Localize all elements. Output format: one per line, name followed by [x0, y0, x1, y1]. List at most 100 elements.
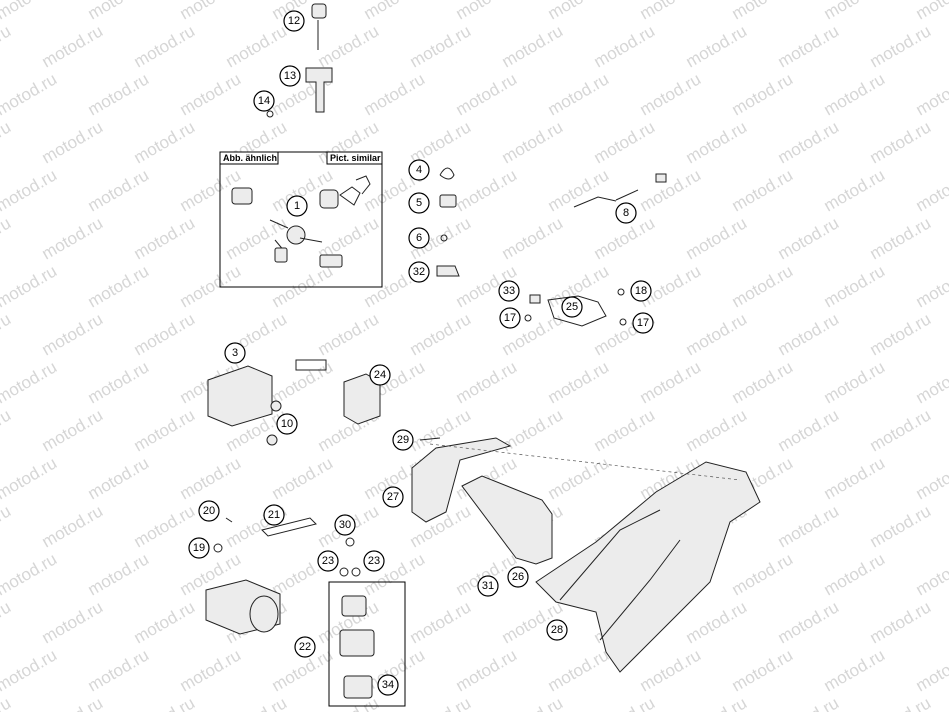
watermark-text: motod.ru — [361, 0, 429, 23]
watermark-text: motod.ru — [545, 357, 613, 407]
small-parts-drawing — [436, 167, 667, 327]
watermark-text: motod.ru — [591, 693, 659, 712]
watermark-text: motod.ru — [39, 405, 107, 455]
callout-8: 8 — [615, 202, 637, 224]
callout-31: 31 — [477, 575, 499, 597]
similar-label-en: Pict. similar — [330, 153, 381, 163]
watermark-text: motod.ru — [85, 69, 153, 119]
watermark-text: motod.ru — [775, 501, 843, 551]
watermark-text: motod.ru — [775, 693, 843, 712]
group-box-22-34 — [328, 581, 406, 707]
watermark-text: motod.ru — [453, 645, 521, 695]
watermark-text: motod.ru — [269, 453, 337, 503]
svg-text:25: 25 — [566, 301, 578, 313]
watermark-text: motod.ru — [591, 117, 659, 167]
watermark-text: motod.ru — [913, 357, 949, 407]
watermark-text: motod.ru — [729, 357, 797, 407]
watermark-text: motod.ru — [867, 117, 935, 167]
svg-text:1: 1 — [294, 200, 300, 212]
callout-14: 14 — [253, 90, 275, 112]
watermark-text: motod.ru — [0, 549, 60, 599]
svg-text:17: 17 — [504, 312, 516, 324]
watermark-text: motod.ru — [453, 357, 521, 407]
callout-22: 22 — [294, 636, 316, 658]
similar-picture-box: Abb. ähnlich Pict. similar — [219, 151, 383, 288]
watermark-text: motod.ru — [683, 21, 751, 71]
watermark-text: motod.ru — [0, 213, 14, 263]
watermark-text: motod.ru — [0, 357, 60, 407]
watermark-text: motod.ru — [131, 309, 199, 359]
watermark-text: motod.ru — [0, 645, 60, 695]
callout-23-left: 23 — [317, 550, 339, 572]
svg-text:23: 23 — [368, 555, 380, 567]
watermark-text: motod.ru — [821, 165, 889, 215]
callout-6: 6 — [408, 227, 430, 249]
svg-text:30: 30 — [339, 519, 351, 531]
watermark-text: motod.ru — [131, 117, 199, 167]
watermark-text: motod.ru — [499, 117, 567, 167]
svg-text:18: 18 — [635, 285, 647, 297]
watermark-text: motod.ru — [545, 0, 613, 23]
callout-26: 26 — [507, 566, 529, 588]
watermark-text: motod.ru — [407, 309, 475, 359]
watermark-text: motod.ru — [637, 69, 705, 119]
watermark-text: motod.ru — [453, 165, 521, 215]
handlebar-switch-drawing — [266, 3, 333, 118]
watermark-text: motod.ru — [913, 0, 949, 23]
watermark-text: motod.ru — [0, 165, 60, 215]
watermark-text: motod.ru — [131, 693, 199, 712]
watermark-text: motod.ru — [683, 693, 751, 712]
watermark-text: motod.ru — [177, 69, 245, 119]
watermark-text: motod.ru — [85, 0, 153, 23]
watermark-text: motod.ru — [545, 453, 613, 503]
callout-19: 19 — [188, 537, 210, 559]
callout-33: 33 — [498, 280, 520, 302]
watermark-text: motod.ru — [499, 693, 567, 712]
ecu-cdi-drawing — [207, 359, 381, 446]
watermark-text: motod.ru — [683, 117, 751, 167]
watermark-text: motod.ru — [913, 549, 949, 599]
watermark-text: motod.ru — [683, 213, 751, 263]
watermark-text: motod.ru — [683, 405, 751, 455]
watermark-text: motod.ru — [637, 0, 705, 23]
watermark-text: motod.ru — [0, 309, 14, 359]
watermark-text: motod.ru — [85, 645, 153, 695]
callout-21: 21 — [263, 504, 285, 526]
ignition-lock-set-drawing — [231, 175, 371, 268]
watermark-text: motod.ru — [361, 69, 429, 119]
callout-27: 27 — [382, 486, 404, 508]
callout-24: 24 — [369, 364, 391, 386]
callout-3: 3 — [224, 342, 246, 364]
svg-text:32: 32 — [413, 266, 425, 278]
callout-5: 5 — [408, 192, 430, 214]
watermark-text: motod.ru — [637, 645, 705, 695]
watermark-text: motod.ru — [499, 213, 567, 263]
watermark-text: motod.ru — [729, 69, 797, 119]
callout-17-right: 17 — [632, 312, 654, 334]
watermark-text: motod.ru — [729, 549, 797, 599]
callout-10: 10 — [276, 413, 298, 435]
callout-25: 25 — [561, 296, 583, 318]
watermark-text: motod.ru — [591, 405, 659, 455]
svg-text:8: 8 — [623, 207, 629, 219]
watermark-text: motod.ru — [867, 405, 935, 455]
watermark-text: motod.ru — [0, 21, 14, 71]
callout-28: 28 — [546, 619, 568, 641]
watermark-text: motod.ru — [775, 213, 843, 263]
watermark-text: motod.ru — [775, 405, 843, 455]
watermark-text: motod.ru — [131, 21, 199, 71]
watermark-text: motod.ru — [177, 453, 245, 503]
callout-30: 30 — [334, 514, 356, 536]
watermark-text: motod.ru — [499, 405, 567, 455]
watermark-text: motod.ru — [913, 165, 949, 215]
svg-text:34: 34 — [382, 679, 394, 691]
svg-text:23: 23 — [322, 555, 334, 567]
watermark-text: motod.ru — [545, 645, 613, 695]
svg-text:20: 20 — [203, 505, 215, 517]
watermark-text: motod.ru — [407, 597, 475, 647]
watermark-text: motod.ru — [821, 453, 889, 503]
watermark-text: motod.ru — [177, 645, 245, 695]
svg-text:27: 27 — [387, 491, 399, 503]
svg-text:6: 6 — [416, 232, 422, 244]
